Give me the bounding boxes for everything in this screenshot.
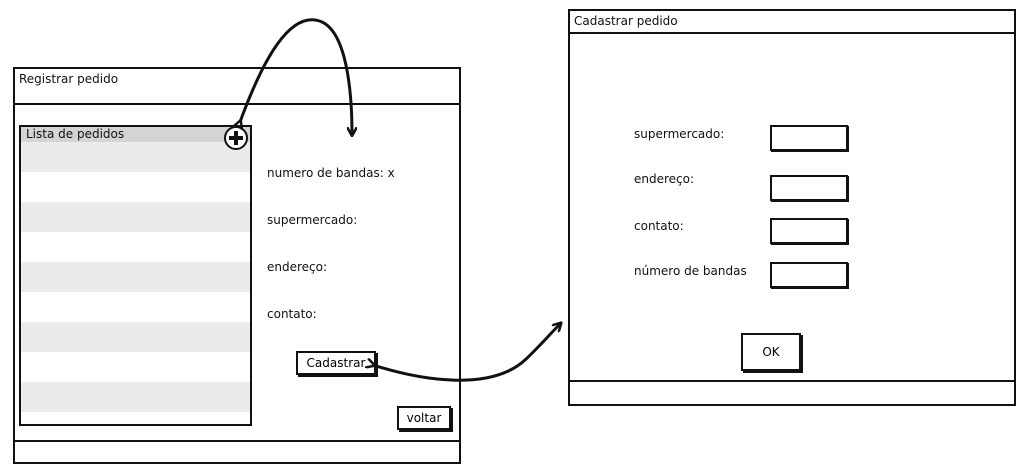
voltar-button[interactable]: voltar <box>397 406 451 430</box>
ok-button[interactable]: OK <box>741 333 801 371</box>
supermercado-label: supermercado: <box>267 213 358 227</box>
contato-label: contato: <box>267 307 317 321</box>
status-bar <box>15 440 459 462</box>
pedidos-list[interactable]: Lista de pedidos <box>19 125 252 426</box>
add-pedido-icon[interactable] <box>224 126 248 150</box>
list-item[interactable] <box>21 382 250 412</box>
window-title: Cadastrar pedido <box>570 11 1014 34</box>
list-item[interactable] <box>21 322 250 352</box>
endereco-field[interactable] <box>770 175 848 201</box>
endereco-label: endereço: <box>267 260 328 274</box>
list-header: Lista de pedidos <box>21 127 250 142</box>
list-item[interactable] <box>21 232 250 262</box>
list-item[interactable] <box>21 202 250 232</box>
window-title: Registrar pedido <box>15 69 459 105</box>
supermercado-label: supermercado: <box>634 127 725 141</box>
contato-field[interactable] <box>770 218 848 244</box>
status-bar <box>570 380 1014 404</box>
endereco-label: endereço: <box>634 172 695 186</box>
list-item[interactable] <box>21 352 250 382</box>
contato-label: contato: <box>634 219 684 233</box>
list-item[interactable] <box>21 262 250 292</box>
list-item[interactable] <box>21 292 250 322</box>
supermercado-field[interactable] <box>770 125 848 151</box>
list-item[interactable] <box>21 142 250 172</box>
registrar-pedido-window: Registrar pedido Lista de pedidos numero… <box>13 67 461 464</box>
cadastrar-pedido-window: Cadastrar pedido supermercado: endereço:… <box>568 9 1016 406</box>
bandas-label: número de bandas <box>634 264 747 278</box>
list-item[interactable] <box>21 172 250 202</box>
cadastrar-button[interactable]: Cadastrar <box>296 351 376 375</box>
bandas-field[interactable] <box>770 262 848 288</box>
bandas-label: numero de bandas: x <box>267 166 395 180</box>
